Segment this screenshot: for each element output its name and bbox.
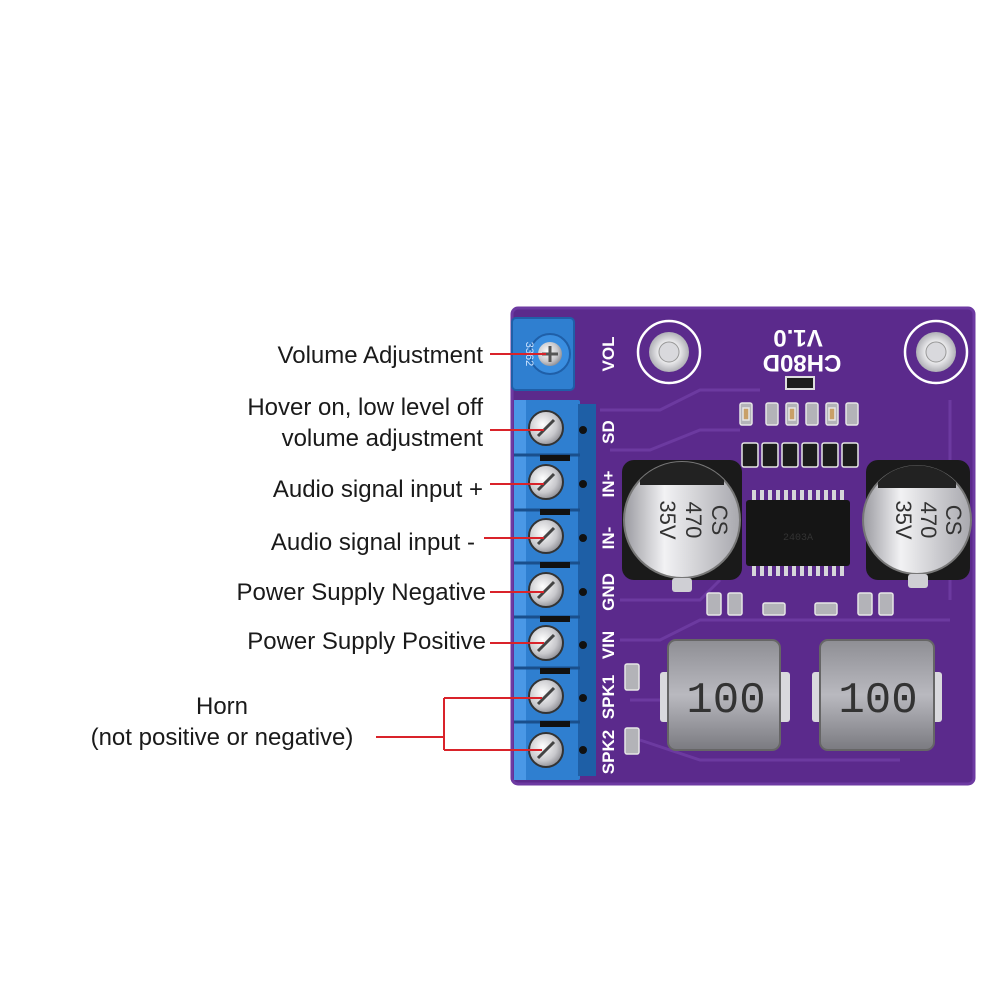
callout-power-positive: Power Supply Positive — [247, 628, 486, 655]
mounting-hole-right — [903, 319, 969, 385]
callout-audio-input-plus: Audio signal input + — [272, 476, 483, 503]
amplifier-chip: 2403A — [746, 490, 850, 576]
pin-label-spk1: SPK1 — [599, 675, 618, 719]
callout-audio-input-minus: Audio signal input - — [270, 529, 475, 556]
inductor-left-value: 100 — [686, 676, 765, 726]
capacitor-right: CS 470 35V — [862, 460, 972, 588]
board-name: CH80D — [763, 349, 842, 376]
capacitor-left-voltage: 35V — [655, 500, 680, 539]
chip-marking: 2403A — [783, 533, 813, 544]
callout-shutdown: Hover on, low level off volume adjustmen… — [247, 394, 483, 452]
board-version: V1.0 — [773, 324, 822, 351]
pin-label-in-plus: IN+ — [599, 470, 618, 497]
inductor-right-value: 100 — [838, 676, 917, 726]
callout-horn: Horn (not positive or negative) — [90, 693, 354, 751]
mounting-hole-left — [636, 319, 702, 385]
terminal-block — [514, 400, 596, 780]
pin-label-spk2: SPK2 — [599, 730, 618, 774]
capacitor-right-value: 470 — [916, 502, 941, 539]
pin-labels: VOL SD IN+ IN- GND VIN SPK1 SPK2 — [599, 337, 618, 775]
capacitor-left-value: 470 — [681, 502, 706, 539]
capacitor-right-voltage: 35V — [891, 500, 916, 539]
pin-label-vin: VIN — [599, 631, 618, 659]
capacitor-right-brand: CS — [941, 505, 966, 536]
pin-label-sd: SD — [599, 420, 618, 444]
smd-components — [624, 376, 894, 755]
leader-lines — [376, 353, 546, 751]
leader-line-horn — [376, 697, 542, 751]
pin-label-gnd: GND — [599, 573, 618, 611]
pin-label-vol: VOL — [599, 337, 618, 372]
callout-power-negative: Power Supply Negative — [236, 579, 486, 606]
callout-volume-adjustment: Volume Adjustment — [277, 342, 483, 369]
pin-label-in-minus: IN- — [599, 527, 618, 550]
capacitor-left: CS 470 35V — [622, 460, 742, 592]
capacitor-left-brand: CS — [707, 505, 732, 536]
inductor-left: 100 — [660, 639, 790, 751]
inductor-right: 100 — [812, 639, 942, 751]
